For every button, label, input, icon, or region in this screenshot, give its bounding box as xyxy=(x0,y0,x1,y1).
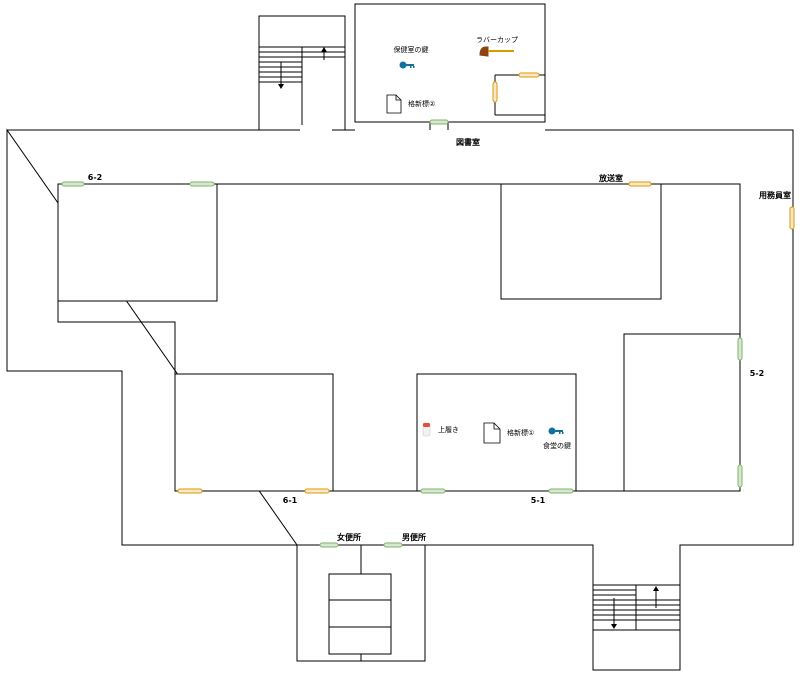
indoor-shoes-item[interactable]: 上履き xyxy=(422,422,459,437)
broadcast-label: 放送室 xyxy=(598,173,623,183)
nurse-key-item[interactable]: 保健室の鍵 xyxy=(394,45,429,69)
nurse-key-label: 保健室の鍵 xyxy=(394,45,429,54)
door-5-1-right[interactable] xyxy=(548,488,574,494)
room-6-2[interactable] xyxy=(57,183,218,302)
plunger-icon xyxy=(479,46,514,57)
room-5-2-label: 5-2 xyxy=(750,369,764,378)
rubber-cup-label: ラバーカップ xyxy=(476,36,518,44)
door-library-closet-h[interactable] xyxy=(518,72,540,78)
stairwell-north[interactable] xyxy=(258,15,346,135)
room-6-1-label: 6-1 xyxy=(283,496,298,505)
stairwell-south[interactable] xyxy=(592,584,681,671)
corridor-outline xyxy=(6,128,794,586)
door-womens-restroom[interactable] xyxy=(319,542,339,548)
rubber-cup-item[interactable]: ラバーカップ xyxy=(476,36,518,57)
room-6-1[interactable] xyxy=(174,373,334,492)
mens-restroom-label: 男便所 xyxy=(402,532,426,542)
room-6-2-label: 6-2 xyxy=(88,173,102,182)
clue-2-item[interactable]: 格新標② xyxy=(386,94,435,114)
door-5-2-bottom[interactable] xyxy=(737,464,743,488)
cafeteria-key-item[interactable]: 食堂の鍵 xyxy=(543,427,571,451)
clue-2-label: 格新標② xyxy=(408,99,435,108)
door-6-2-right[interactable] xyxy=(189,181,215,187)
womens-restroom-label: 女便所 xyxy=(337,532,361,542)
restroom-block[interactable] xyxy=(296,544,426,662)
door-6-2-left[interactable] xyxy=(61,181,85,187)
door-library[interactable] xyxy=(429,119,449,125)
room-5-2[interactable] xyxy=(623,333,741,492)
door-janitor[interactable] xyxy=(789,206,795,230)
clue-1-label: 格新標① xyxy=(507,428,534,437)
cafeteria-key-label: 食堂の鍵 xyxy=(543,441,571,450)
shoe-icon xyxy=(422,422,431,437)
door-mens-restroom[interactable] xyxy=(383,542,403,548)
door-library-closet-v[interactable] xyxy=(492,81,498,103)
janitor-label: 用務員室 xyxy=(758,190,791,200)
indoor-shoes-label: 上履き xyxy=(438,425,459,434)
broadcast-room[interactable] xyxy=(500,183,662,300)
document-icon xyxy=(386,94,402,114)
library-room[interactable] xyxy=(354,3,546,130)
door-6-1-left[interactable] xyxy=(177,488,203,494)
document-icon xyxy=(483,422,501,444)
door-6-1-right[interactable] xyxy=(304,488,330,494)
room-5-1-label: 5-1 xyxy=(531,496,546,505)
key-icon xyxy=(548,427,564,435)
door-5-2-top[interactable] xyxy=(737,337,743,361)
key-icon xyxy=(399,61,415,69)
door-5-1-left[interactable] xyxy=(420,488,446,494)
library-label: 図書室 xyxy=(456,137,480,147)
door-broadcast[interactable] xyxy=(628,181,652,187)
clue-1-item[interactable]: 格新標① xyxy=(483,422,534,444)
